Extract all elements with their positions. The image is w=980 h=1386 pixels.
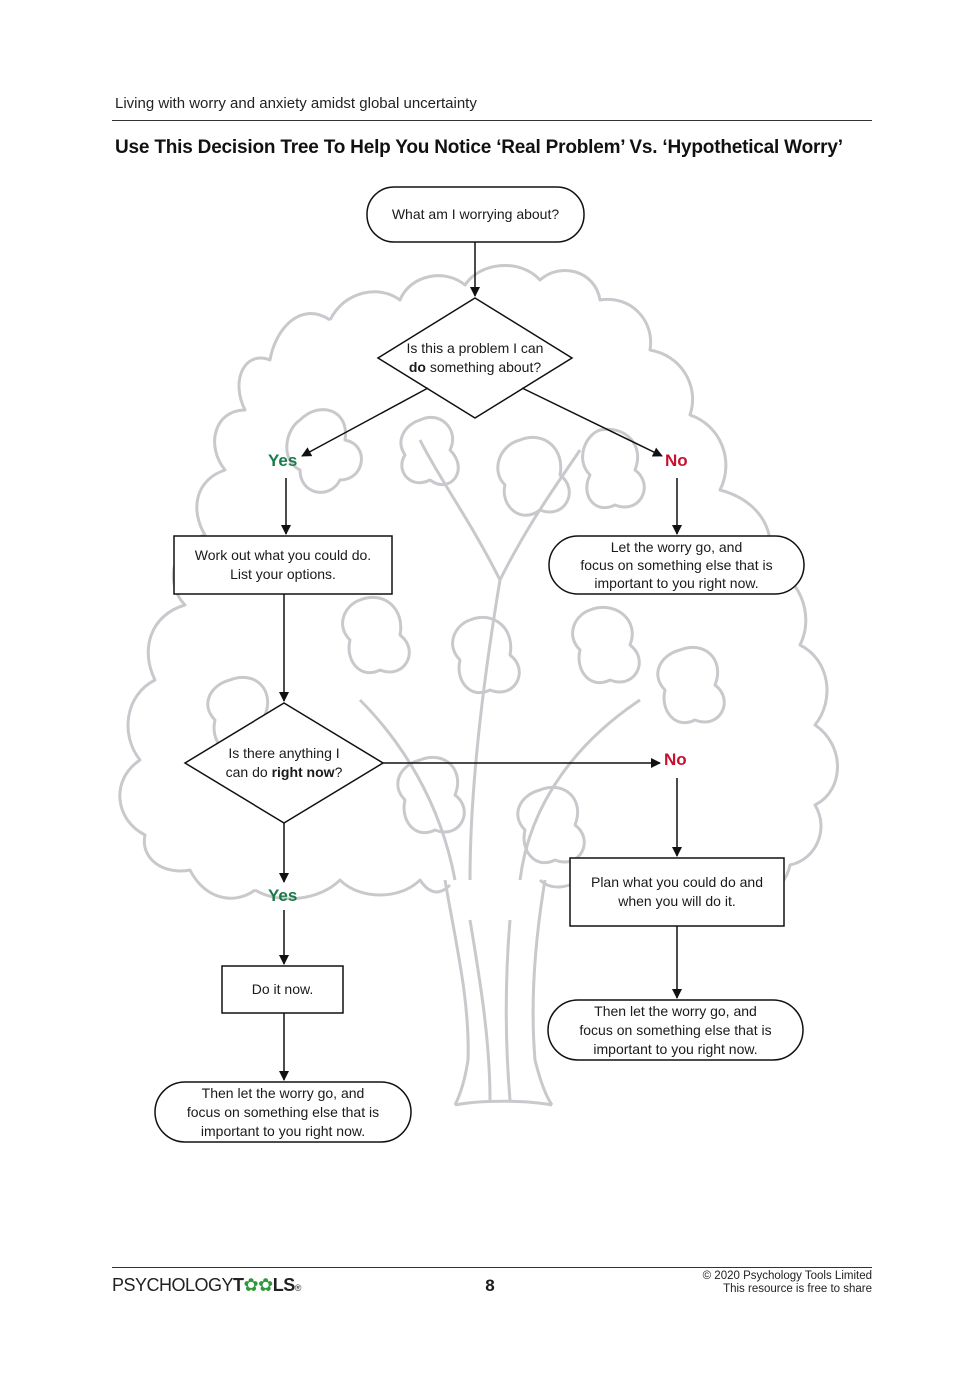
let-go3-line2: focus on something else that is bbox=[579, 1021, 772, 1038]
gear-icon: ✿✿ bbox=[243, 1275, 274, 1295]
yes-label-2: Yes bbox=[268, 886, 298, 905]
question2-mark: ? bbox=[334, 764, 343, 780]
page-number: 8 bbox=[485, 1276, 495, 1295]
registered-mark: ® bbox=[294, 1283, 302, 1293]
copyright-line2: This resource is free to share bbox=[723, 1283, 872, 1295]
question1-bold-word: do bbox=[408, 359, 426, 375]
let-go3-shape bbox=[547, 999, 804, 1061]
brand-light-text: PSYCHOLOGY bbox=[112, 1275, 234, 1295]
plan-text: Plan what you could do and when you will… bbox=[570, 858, 784, 926]
do-now-label: Do it now. bbox=[251, 981, 314, 997]
question2-text: Is there anything I can do right now? bbox=[204, 743, 364, 783]
question1-line2: do something about? bbox=[409, 358, 541, 377]
work-out-line1: Work out what you could do. bbox=[194, 547, 372, 563]
yes-label-1: Yes bbox=[268, 451, 298, 470]
question1-text: Is this a problem I can do something abo… bbox=[395, 338, 555, 378]
let-go1-text: Let the worry go, and focus on something… bbox=[549, 536, 804, 594]
copyright-notice: © 2020 Psychology Tools Limited This res… bbox=[703, 1270, 872, 1296]
footer-divider bbox=[112, 1267, 872, 1268]
work-out-text: Work out what you could do. List your op… bbox=[174, 536, 392, 594]
let-go1-line1: Let the worry go, and bbox=[610, 539, 743, 555]
start-node-label: What am I worrying about? bbox=[391, 206, 560, 222]
let-go2-shape bbox=[154, 1081, 412, 1143]
let-go2-line1: Then let the worry go, and bbox=[201, 1084, 365, 1101]
page-title: Use This Decision Tree To Help You Notic… bbox=[115, 137, 843, 158]
let-go3-line1: Then let the worry go, and bbox=[594, 1002, 757, 1019]
question1-line1: Is this a problem I can bbox=[406, 340, 544, 356]
question2-line2: can do right now? bbox=[226, 763, 343, 782]
copyright-line1: © 2020 Psychology Tools Limited bbox=[702, 1270, 872, 1282]
plan-box bbox=[569, 857, 785, 927]
let-go3-text: Then let the worry go, and focus on some… bbox=[548, 1000, 803, 1060]
flowchart-shapes bbox=[154, 186, 805, 1143]
do-now-text: Do it now. bbox=[222, 966, 343, 1013]
let-go1-line2: focus on something else that is bbox=[580, 557, 773, 573]
brand-bold-t: T bbox=[233, 1275, 244, 1295]
let-go2-line2: focus on something else that is bbox=[186, 1103, 380, 1120]
flowchart-connectors bbox=[279, 242, 682, 1081]
brand-bold-ls: LS bbox=[272, 1275, 296, 1295]
let-go2-line3: important to you right now. bbox=[200, 1122, 366, 1139]
question2-bold-words: right now bbox=[271, 764, 335, 780]
question2-line1: Is there anything I bbox=[228, 745, 340, 761]
header-divider bbox=[112, 120, 872, 121]
let-go1-line3: important to you right now. bbox=[594, 575, 759, 591]
no-label-1: No bbox=[665, 451, 688, 470]
work-out-line2: List your options. bbox=[230, 566, 336, 582]
plan-line2: when you will do it. bbox=[618, 893, 736, 909]
do-now-box bbox=[221, 965, 344, 1014]
tree-illustration bbox=[118, 264, 839, 1107]
header-subtitle: Living with worry and anxiety amidst glo… bbox=[115, 95, 477, 112]
question1-line2-rest: something about? bbox=[429, 359, 542, 375]
let-go2-text: Then let the worry go, and focus on some… bbox=[155, 1082, 411, 1142]
let-go1-shape bbox=[548, 535, 805, 595]
question2-line2-start: can do bbox=[225, 764, 268, 780]
let-go3-line3: important to you right now. bbox=[593, 1040, 758, 1057]
plan-line1: Plan what you could do and bbox=[590, 874, 763, 890]
no-label-2: No bbox=[664, 750, 687, 769]
start-node: What am I worrying about? bbox=[367, 187, 584, 242]
work-out-box bbox=[173, 535, 393, 595]
